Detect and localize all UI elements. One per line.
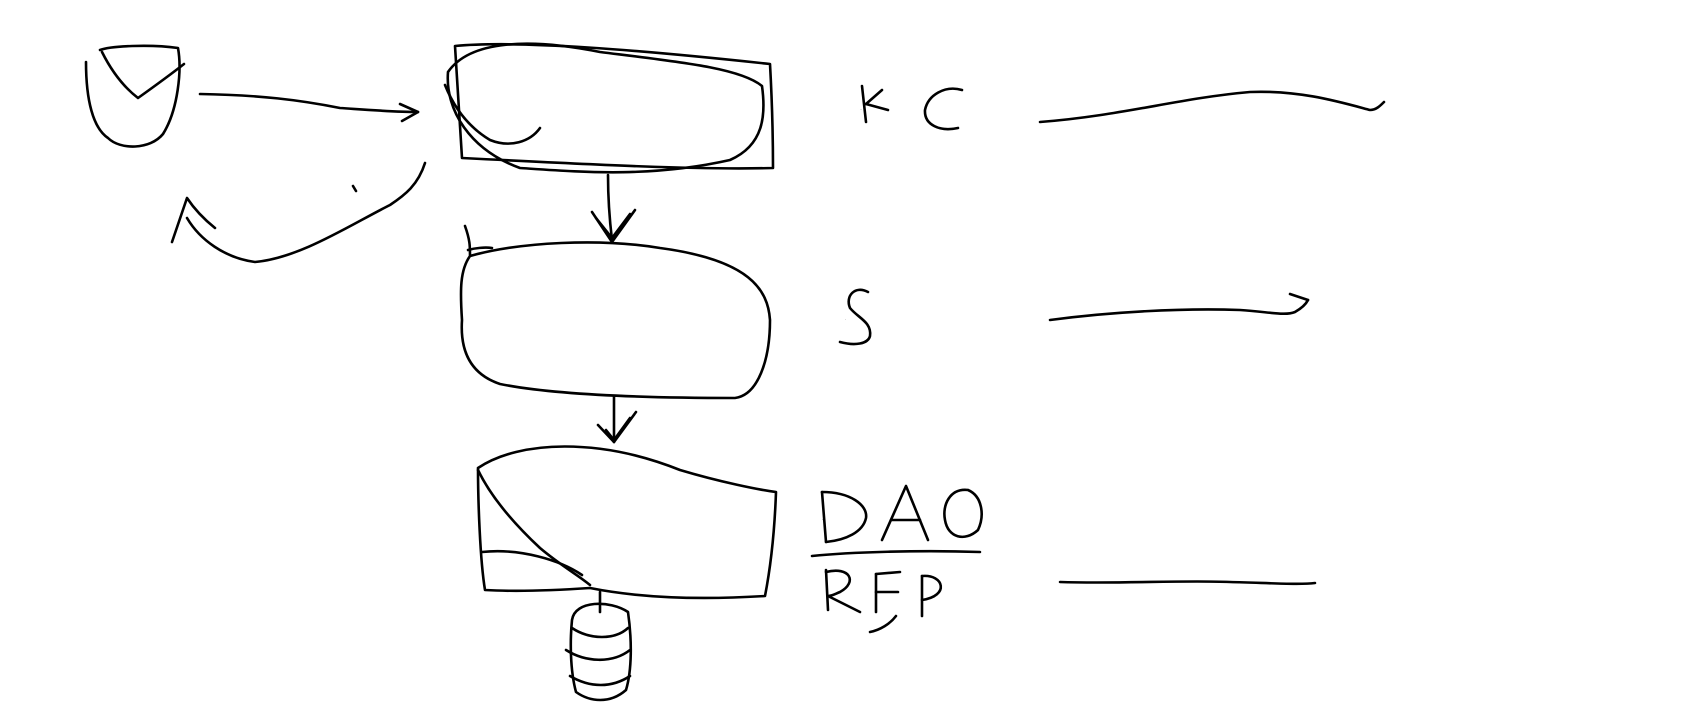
middle-process-box bbox=[459, 224, 772, 400]
arrow-middle-to-bottom bbox=[596, 394, 638, 444]
arrow-shield-to-top-box bbox=[198, 92, 420, 123]
label-top bbox=[860, 84, 964, 131]
shield-icon bbox=[84, 44, 186, 148]
label-middle-text: S bbox=[845, 319, 846, 321]
line-middle-right bbox=[1048, 292, 1310, 322]
line-top-right bbox=[1038, 90, 1386, 124]
line-bottom-right bbox=[1058, 580, 1317, 586]
label-top-text: K C bbox=[860, 109, 862, 111]
label-bottom bbox=[810, 484, 983, 634]
return-curve-stroke bbox=[170, 161, 427, 264]
arrow-top-to-middle bbox=[590, 173, 637, 244]
label-bottom-line1-text: DAO bbox=[822, 518, 824, 521]
database-icon bbox=[564, 590, 633, 702]
top-process-box bbox=[443, 42, 775, 174]
bottom-process-box bbox=[476, 445, 778, 600]
label-bottom-line2-text: REP bbox=[826, 589, 828, 591]
label-middle bbox=[838, 288, 872, 346]
